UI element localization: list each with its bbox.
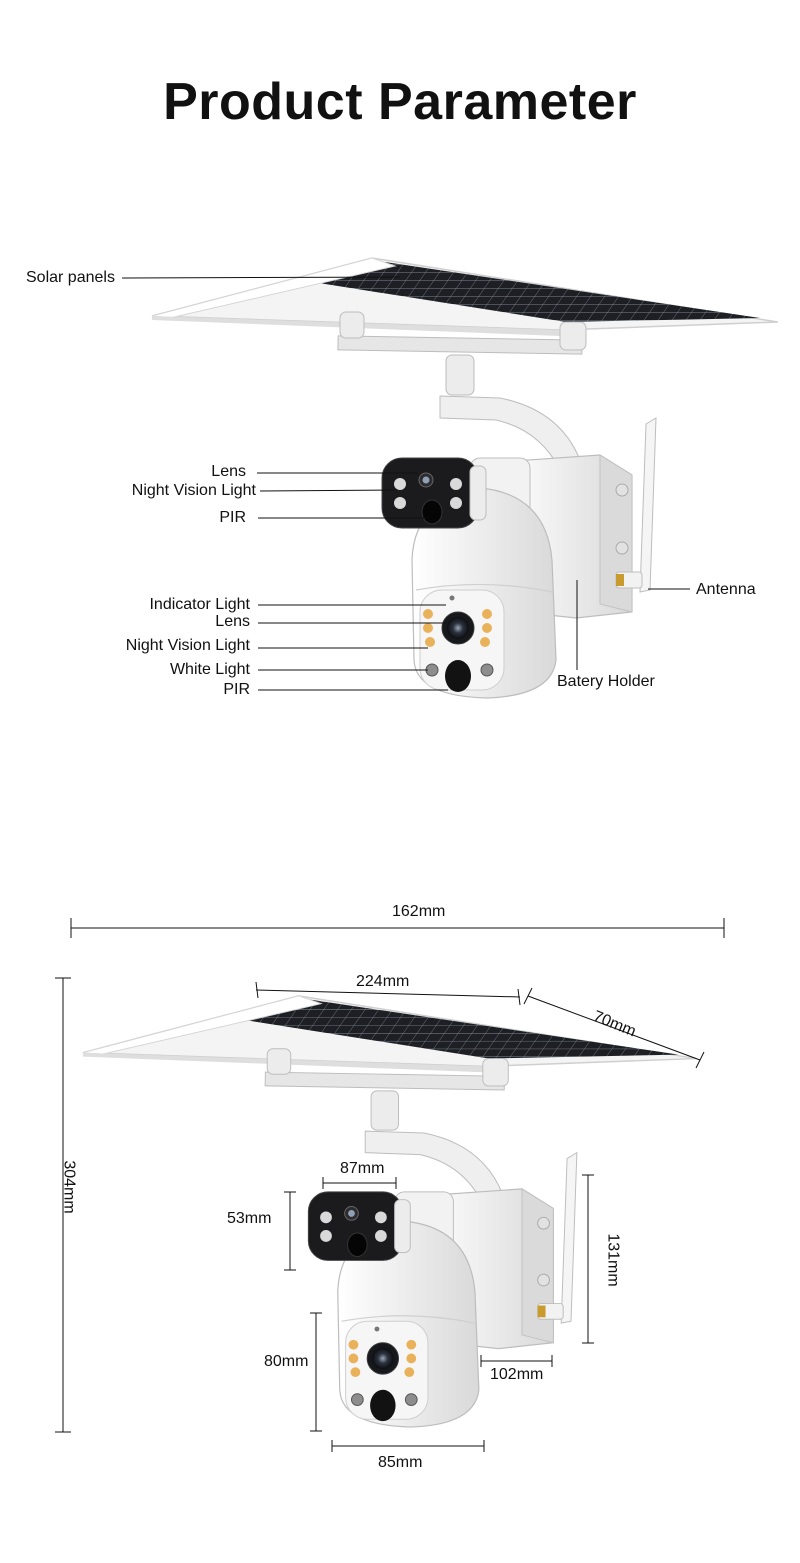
label-white-light: White Light [169,661,250,678]
label-pir-bottom: PIR [223,681,250,698]
label-battery-holder: Batery Holder [557,673,655,690]
label-pir-top: PIR [219,509,246,526]
label-night-vision-top: Night Vision Light [131,482,256,499]
dim-bullet-height: 53mm [227,1210,272,1227]
dim-total-width: 162mm [392,903,446,920]
label-lens-top: Lens [211,463,246,480]
camera-top [151,257,779,699]
label-solar-panels: Solar panels [26,269,115,286]
label-antenna: Antenna [696,581,756,598]
label-lens-bottom: Lens [215,613,250,630]
label-indicator-light: Indicator Light [149,596,250,613]
dim-box-depth: 102mm [490,1366,544,1383]
dimension-lines [55,918,725,1452]
dim-dome-height: 80mm [264,1353,309,1370]
dim-bullet-width: 87mm [340,1160,385,1177]
camera-dimensions [82,995,698,1428]
dim-panel-length: 224mm [356,973,410,990]
dim-dome-width: 85mm [378,1454,423,1471]
label-night-vision-bottom: Night Vision Light [125,637,250,654]
leader-lines-top [121,276,690,691]
page-title: Product Parameter [163,73,637,131]
